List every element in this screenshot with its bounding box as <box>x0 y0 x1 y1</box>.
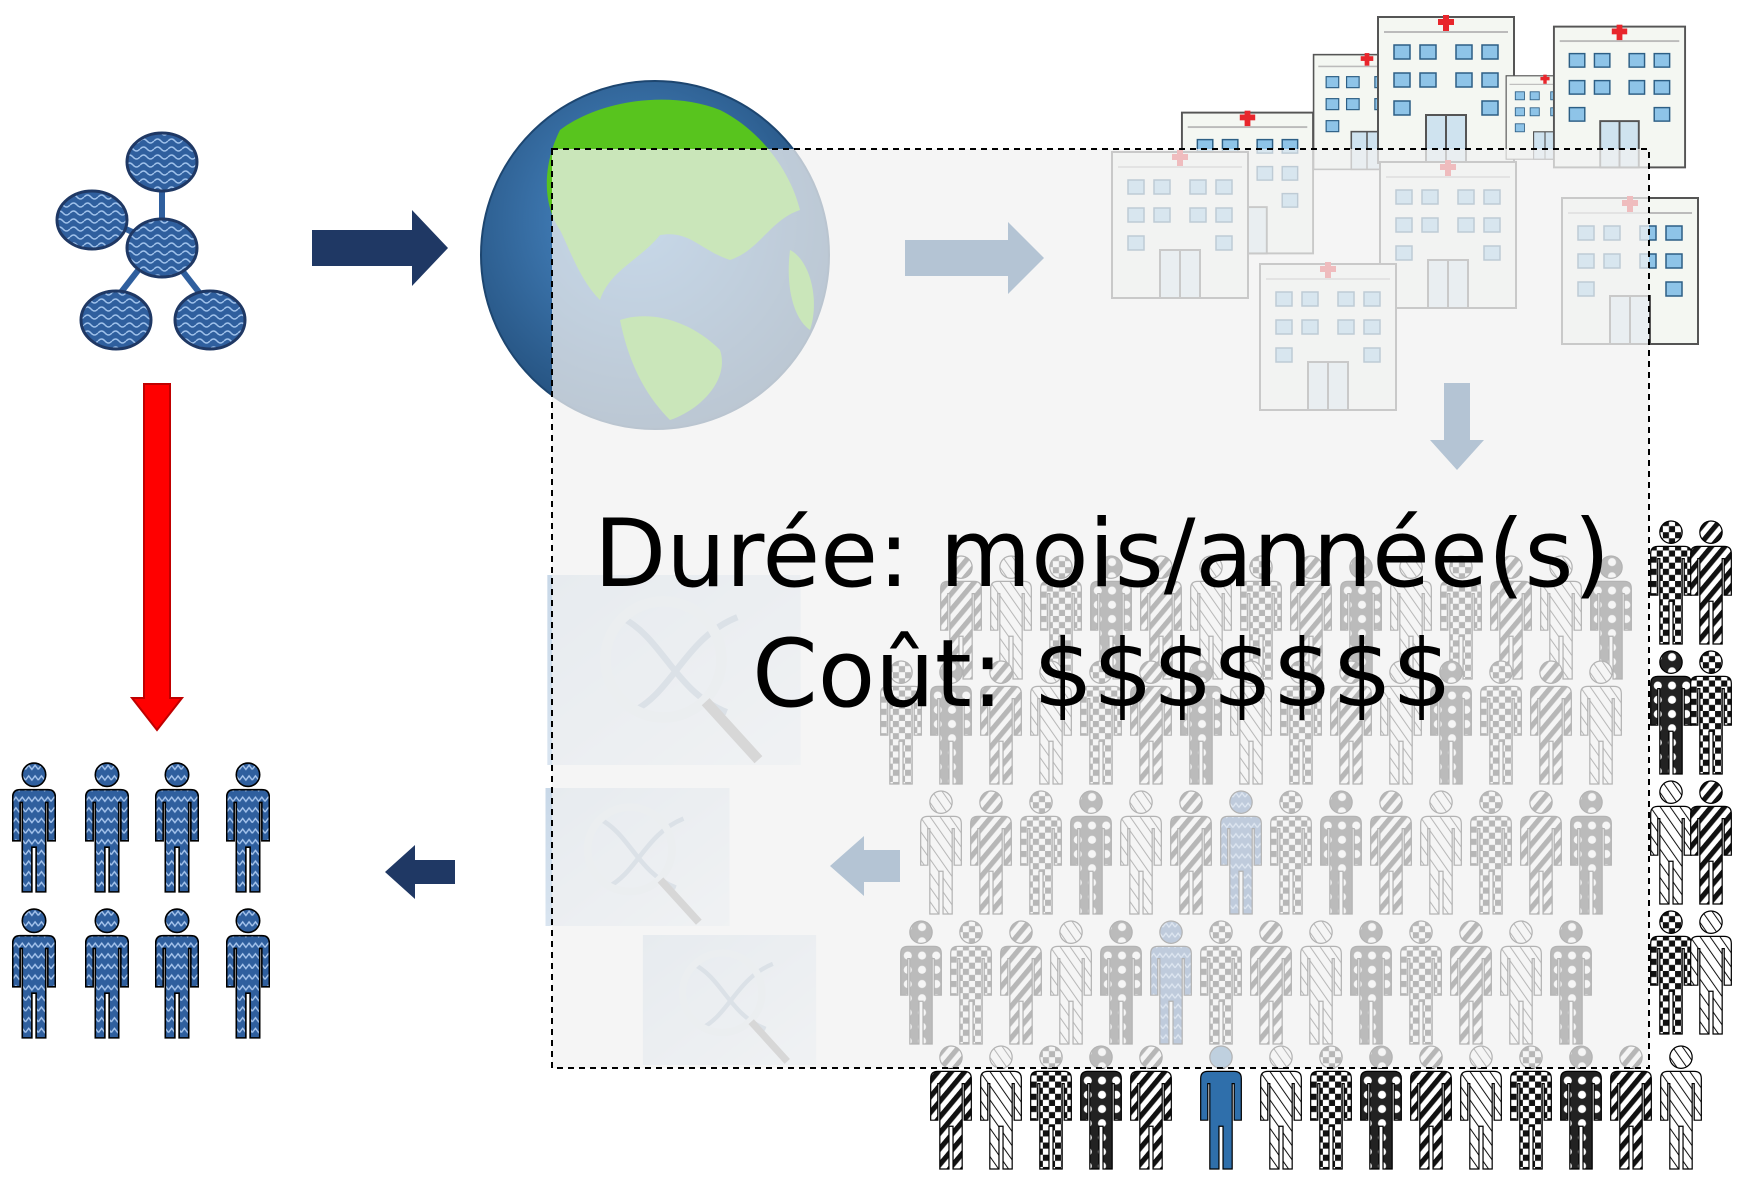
faded-arrow-left-icon <box>830 836 900 896</box>
molecule-network-icon <box>55 131 247 351</box>
hospital-icon <box>1376 13 1516 165</box>
arrow-right-icon <box>312 210 448 286</box>
overlay-box <box>551 148 1650 1069</box>
faded-arrow-right-icon <box>905 222 1044 294</box>
people-group-result <box>12 762 270 1039</box>
cost-label: Coût: $$$$$$$ <box>752 620 1452 729</box>
arrow-left-icon <box>385 845 455 899</box>
duration-label: Durée: mois/année(s) <box>593 500 1611 609</box>
faded-arrow-down-icon <box>1430 383 1484 470</box>
overlay-text: Durée: mois/année(s) Coût: $$$$$$$ <box>552 495 1652 735</box>
hospital-icon <box>1552 23 1687 169</box>
red-arrow-down-icon <box>129 383 185 732</box>
